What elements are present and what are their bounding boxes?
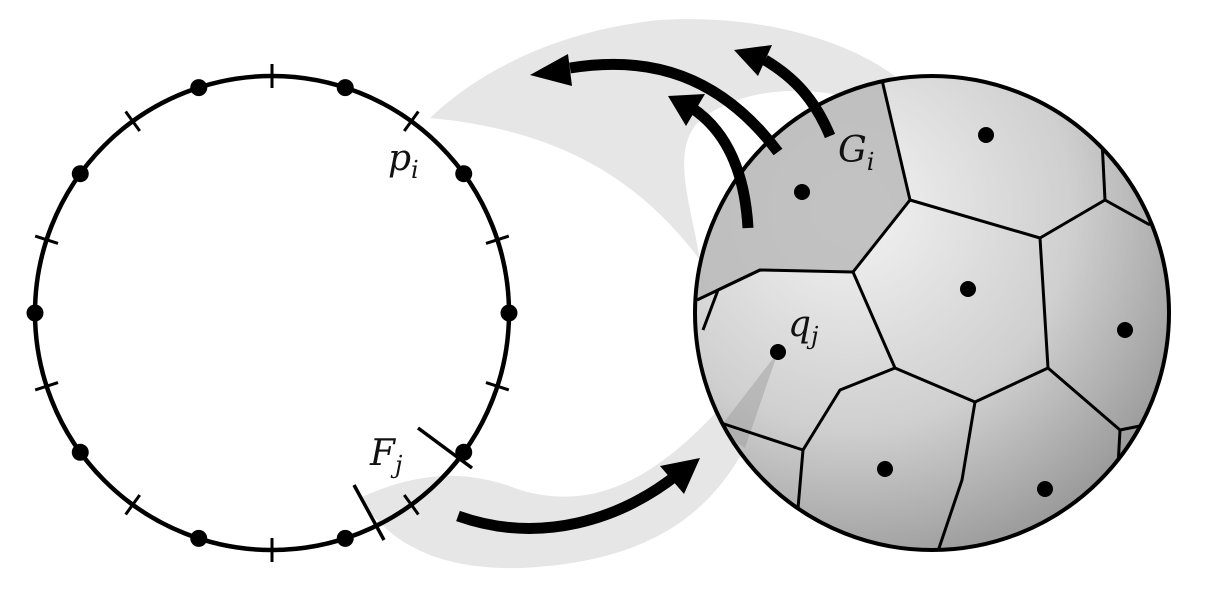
circle-sample-point xyxy=(190,79,208,97)
label-p: pi xyxy=(388,138,419,184)
circle-tick xyxy=(485,381,510,392)
circle-sample-point xyxy=(336,529,354,547)
circle-sample-point xyxy=(500,304,518,322)
arrow-back-1 xyxy=(688,103,754,229)
circle-points xyxy=(26,79,518,547)
cell-edge xyxy=(909,198,1151,240)
circle-tick xyxy=(34,381,59,392)
arrowhead-to-sphere xyxy=(660,458,700,494)
site-point xyxy=(1037,481,1053,497)
arrowhead-back-3 xyxy=(734,45,772,76)
circle-sample-point xyxy=(190,529,208,547)
cone-shadow xyxy=(718,352,778,448)
label-G: Gi xyxy=(838,130,874,176)
circle-sample-point xyxy=(26,304,44,322)
arrowhead-back-2 xyxy=(530,54,572,86)
label-F: Fj xyxy=(369,433,403,479)
mapping-arrows xyxy=(456,55,836,534)
circle-tick xyxy=(403,494,420,516)
cell-edge xyxy=(701,268,854,331)
arrow-back-3 xyxy=(762,55,836,139)
unit-circle xyxy=(26,64,518,562)
site-point xyxy=(1117,322,1133,338)
circle-tick xyxy=(485,234,510,245)
circle-ticks xyxy=(34,64,510,562)
circle-sample-point xyxy=(336,79,354,97)
circle-sample-point xyxy=(71,165,89,183)
region-boundary-tick xyxy=(416,426,474,470)
circle-tick xyxy=(124,494,141,516)
circle-tick xyxy=(124,110,141,132)
arrow-heads xyxy=(530,45,772,494)
voronoi-sphere xyxy=(693,74,1171,552)
site-points xyxy=(770,127,1133,497)
sphere-outline xyxy=(693,74,1171,552)
site-point xyxy=(960,281,976,297)
site-point-q xyxy=(770,344,786,360)
arrowhead-back-1 xyxy=(668,94,705,126)
circle-tick xyxy=(403,110,420,132)
site-point xyxy=(877,461,893,477)
circle-sample-point xyxy=(71,443,89,461)
cell-edge xyxy=(933,401,977,550)
circle-tick xyxy=(34,234,59,245)
arrow-back-2 xyxy=(569,58,783,156)
label-q: qj xyxy=(788,304,819,350)
cell-edge xyxy=(711,366,896,452)
circle-sample-point xyxy=(455,165,473,183)
site-point xyxy=(794,184,810,200)
arrow-to-sphere xyxy=(456,469,682,534)
site-point xyxy=(978,127,994,143)
region-boundary-tick xyxy=(352,484,386,541)
cell-edge xyxy=(851,271,1049,404)
